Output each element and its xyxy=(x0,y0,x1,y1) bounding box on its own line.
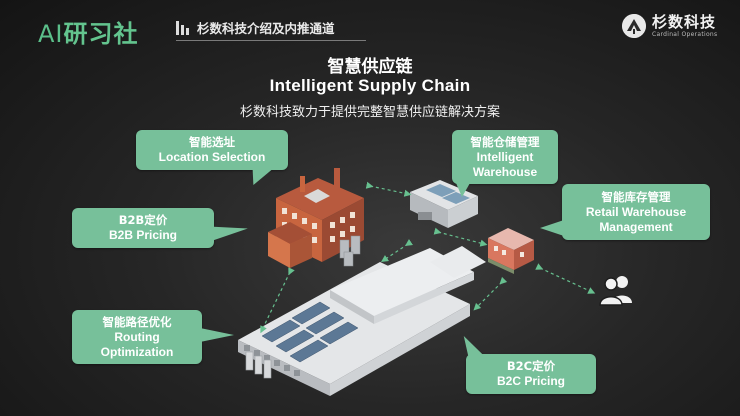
callout-warehouse-cn: 智能仓储管理 xyxy=(470,134,540,149)
callout-b2c-pricing: B2C定价 B2C Pricing xyxy=(466,354,596,394)
callout-retail-en2: Management xyxy=(599,219,673,234)
callout-retail-cn: 智能库存管理 xyxy=(601,189,671,204)
logo-cn-text: 研习社 xyxy=(63,20,139,48)
title-en: Intelligent Supply Chain xyxy=(269,76,471,95)
callout-routing-cn: 智能路径优化 xyxy=(102,314,172,329)
callout-b2b-cn: B2B定价 xyxy=(118,213,168,227)
breadcrumb-title: 杉数科技介绍及内推通道 xyxy=(197,21,335,36)
callout-tail xyxy=(456,183,470,197)
title-cn: 智慧供应链 xyxy=(327,57,413,77)
callout-retail-warehouse: 智能库存管理 Retail Warehouse Management xyxy=(562,184,710,240)
bar-chart-icon xyxy=(176,20,189,35)
callout-b2b-en: B2B Pricing xyxy=(108,228,177,242)
callout-location-en: Location Selection xyxy=(158,150,266,164)
callout-routing-en2: Optimization xyxy=(100,344,174,359)
callout-warehouse-en2: Warehouse xyxy=(472,164,538,179)
brand-subtitle: Cardinal Operations xyxy=(652,30,718,38)
section-header: 杉数科技介绍及内推通道 xyxy=(176,18,335,37)
callout-warehouse-en1: Intelligent xyxy=(476,149,534,164)
callout-b2c-en: B2C Pricing xyxy=(496,374,565,388)
factory-building xyxy=(268,168,364,268)
callout-retail-en1: Retail Warehouse xyxy=(585,204,687,219)
ai-yanxishe-logo: AI研习社 xyxy=(38,14,139,49)
callout-routing-en1: Routing xyxy=(114,329,160,344)
callout-b2c-cn: B2C定价 xyxy=(506,359,556,373)
cardinal-logo-icon xyxy=(622,14,646,38)
users-icon xyxy=(598,273,636,311)
logo-ai-text: AI xyxy=(38,20,64,48)
subtitle: 杉数科技致力于提供完整智慧供应链解决方案 xyxy=(239,105,500,120)
callout-location-selection: 智能选址 Location Selection xyxy=(136,130,288,170)
callout-routing-optimization: 智能路径优化 Routing Optimization xyxy=(72,310,202,364)
warehouse-building xyxy=(410,180,478,228)
retail-store xyxy=(488,228,534,274)
distribution-center xyxy=(238,246,486,396)
callout-location-cn: 智能选址 xyxy=(189,135,235,149)
company-brand: 杉数科技 Cardinal Operations xyxy=(622,14,717,38)
callout-tail xyxy=(200,328,234,342)
callout-tail xyxy=(540,220,564,236)
callout-b2b-pricing: B2B定价 B2B Pricing xyxy=(72,208,214,248)
callout-intelligent-warehouse: 智能仓储管理 Intelligent Warehouse xyxy=(452,130,558,184)
brand-name: 杉数科技 xyxy=(652,12,717,31)
header-divider xyxy=(176,40,366,41)
